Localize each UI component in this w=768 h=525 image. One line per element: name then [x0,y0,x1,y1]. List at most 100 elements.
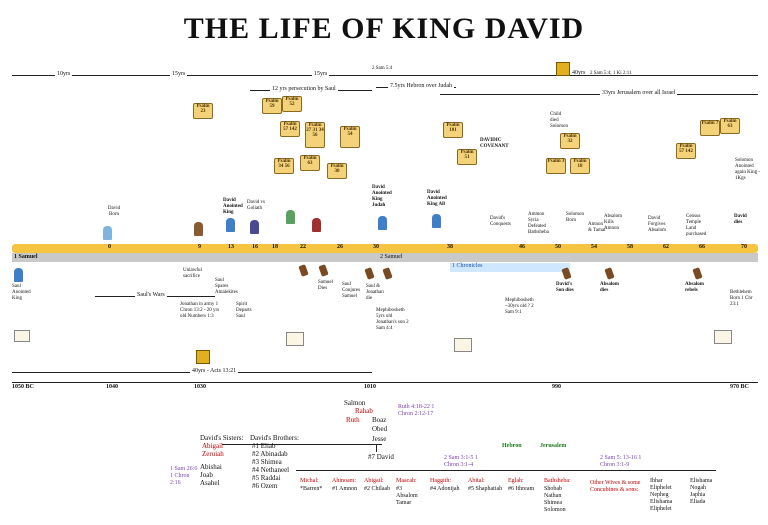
book-second-samuel: 2 Samuel [380,254,403,260]
gen-sam-ref: 1 Sam 26:6 1 Chron 2:16 [170,466,198,486]
psalm-scroll: Psalm 59 [262,98,282,114]
page-title: THE LIFE OF KING DAVID [183,12,585,45]
gen-brother: #2 Abinadab [252,450,288,458]
psalm-scroll: Psalm 34 56 [274,158,294,174]
gen-jesse-line [222,444,382,445]
age-tick: 66 [699,244,705,250]
tomb-icon [298,264,309,277]
gen-son: Elishama [650,499,673,505]
samuel-ref: 2 Sam 5:4 [372,66,393,71]
age-tick: 54 [591,244,597,250]
gen-son: Ibhar [650,478,663,484]
gen-wife-child: #6 Ithream [508,486,535,492]
event-sons-die: David's Son dies [556,282,574,293]
event-unlawful: Unlawful sacrifice [183,268,202,279]
event-conquests: David's Conquests [490,216,511,227]
gen-ruth-ref: Ruth 4:18-22 1 Chron 2:12-17 [398,404,435,417]
event-amalekites: Saul Spares Amalekites [215,278,238,295]
psalm-scroll: Psalm 63 [300,155,320,171]
hebron-label: 7.5yrs Hebron over Judah [388,83,454,89]
bc-label: 990 [552,384,561,390]
gen-brothers-label: David's Brothers: [250,434,299,442]
span-label-3: 15yrs [312,71,330,77]
gen-jerusalem-ref: 2 Sam 5: 13-16 1 Chron 3:1-9 [600,455,642,468]
king-all-icon [432,214,441,228]
gen-son: Nathan [544,493,562,499]
psalm-scroll: Psalm 3 [546,158,566,174]
gen-wife: Abital: [468,478,485,484]
age-tick: 22 [300,244,306,250]
event-judah: David Anointed King Judah [372,185,392,208]
jerusalem-label: 33yrs Jerusalem over all Israel [600,90,678,96]
event-anointed: David Anointed King [223,198,243,215]
gen-son: Shimea [544,500,562,506]
gen-sisters-label: David's Sisters: [200,434,244,442]
gen-wife: Michal: [300,478,319,484]
gen-son: Japhia [690,492,706,498]
gen-sister: Zeruiah [202,450,224,458]
event-temple-land: Census Temple Land purchased [686,214,707,237]
gen-son: Eliphelet [650,506,672,512]
psalm-scroll: Psalm 54 [340,126,360,148]
tabernacle-icon [14,330,30,342]
age-tick: 30 [373,244,379,250]
forty-bottom: 40yrs - Acts 13:21 [190,368,239,374]
king-judah-icon [378,216,387,230]
timeline-axis [12,244,758,253]
gen-hebron-ref: 2 Sam 3:1-5 1 Chron 3:1-4 [444,455,478,468]
baby-icon [103,226,112,240]
age-tick: 62 [663,244,669,250]
bc-label: 1030 [194,384,206,390]
gen-wife: Eglah: [508,478,524,484]
gen-jesse: Jesse [372,435,387,443]
spear-icon [312,218,321,232]
age-tick: 50 [555,244,561,250]
event-solomon-born: Solomon Born [566,212,585,223]
psalm-scroll: Psalm 101 [443,122,463,138]
king-icon [226,218,235,232]
shepherd-icon [194,222,203,236]
gen-wife-child: #4 Adonijah [430,486,460,492]
crown-icon [196,350,210,364]
event-bethlehem: Bethlehem Born 1 Chr 23:1 [730,290,753,307]
forty-ref: 2 Sam 5:4; 1 Ki 2:11 [590,71,632,76]
tomb-icon [382,267,393,280]
bc-label: 970 BC [730,384,749,390]
temple-icon [714,330,732,344]
event-mephibosheth2: Mephibosheth ~30yrs old ? 2 Sam 9:1 [505,298,534,315]
span-label-1: 10yrs [55,71,73,77]
psalm-scroll: Psalm 7 [700,120,720,136]
gen-nephew: Asahel [200,479,220,487]
book-chronicles: 1 Chronicles [452,263,483,269]
age-tick: 9 [198,244,201,250]
gen-other-wives: Other Wives & some Concubines & sons: [590,480,641,493]
event-spirit: Spirit Departs Saul [236,302,252,319]
event-saul-anointed: Saul Anointed King [12,284,31,301]
psalm-scroll: Psalm 32 [560,133,580,149]
psalm-scroll: Psalm 63 [720,118,740,134]
event-born: David Born [107,206,121,217]
tomb-icon [604,267,615,280]
gen-son: Eliada [690,499,706,505]
gen-wives-line [296,470,716,471]
psalm-scroll: Psalm 57 142 [676,143,696,159]
gen-nephew: Joab [200,471,213,479]
bc-label: 1010 [364,384,376,390]
age-tick: 58 [627,244,633,250]
book-axis [12,253,758,262]
gen-son: Shobab [544,486,562,492]
gen-ruth: Ruth [346,416,360,424]
age-tick: 18 [272,244,278,250]
gen-boaz: Boaz [372,416,387,424]
event-mephibosheth: Mephibosheth 5yrs old Jonathan's son 2 S… [376,308,409,331]
tabernacle-icon [454,338,472,352]
age-tick: 13 [228,244,234,250]
forty-years: 40yrs [572,70,586,76]
psalm-scroll: Psalm 57 142 [280,121,300,137]
gen-son: Elishama [690,478,713,484]
tomb-icon [364,267,375,280]
gen-sister: Abigail [202,442,223,450]
span-line-3 [206,75,372,76]
gen-david: #7 David [368,453,394,461]
event-amnon: Amnon & Tamar [588,222,606,233]
